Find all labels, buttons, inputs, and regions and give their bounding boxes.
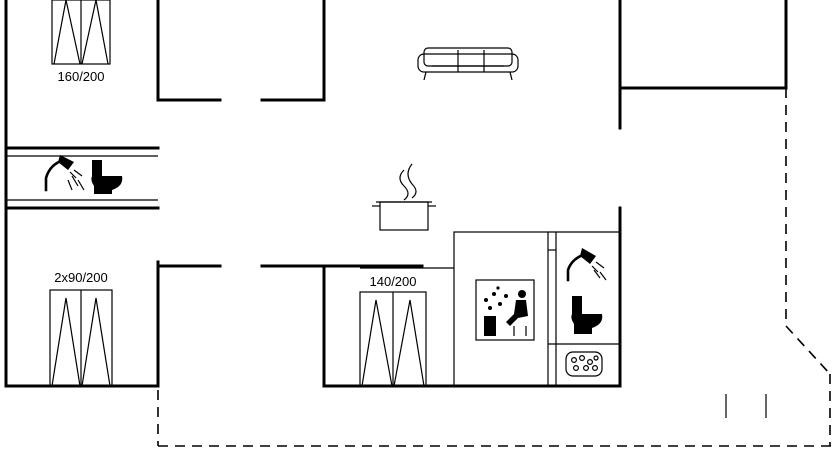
bed-label-2: 2x90/200: [54, 270, 108, 285]
sauna-icon: [475, 279, 535, 341]
sofa-icon: [417, 47, 519, 81]
toilet-icon: [91, 160, 123, 194]
bed-icon: [49, 289, 113, 387]
cooking-pot-icon: [372, 163, 436, 231]
thin-walls: [6, 155, 620, 387]
toilet-icon: [571, 296, 603, 334]
bed-label-3: 140/200: [370, 274, 417, 289]
shower-icon: [566, 248, 607, 282]
shower-icon: [44, 155, 85, 192]
bed-icon: [51, 0, 111, 65]
bed-label-1: 160/200: [58, 69, 105, 84]
whirlpool-icon: [565, 351, 603, 377]
walls: [4, 0, 788, 388]
terrace-outline: [157, 88, 834, 447]
bed-icon: [359, 291, 427, 387]
